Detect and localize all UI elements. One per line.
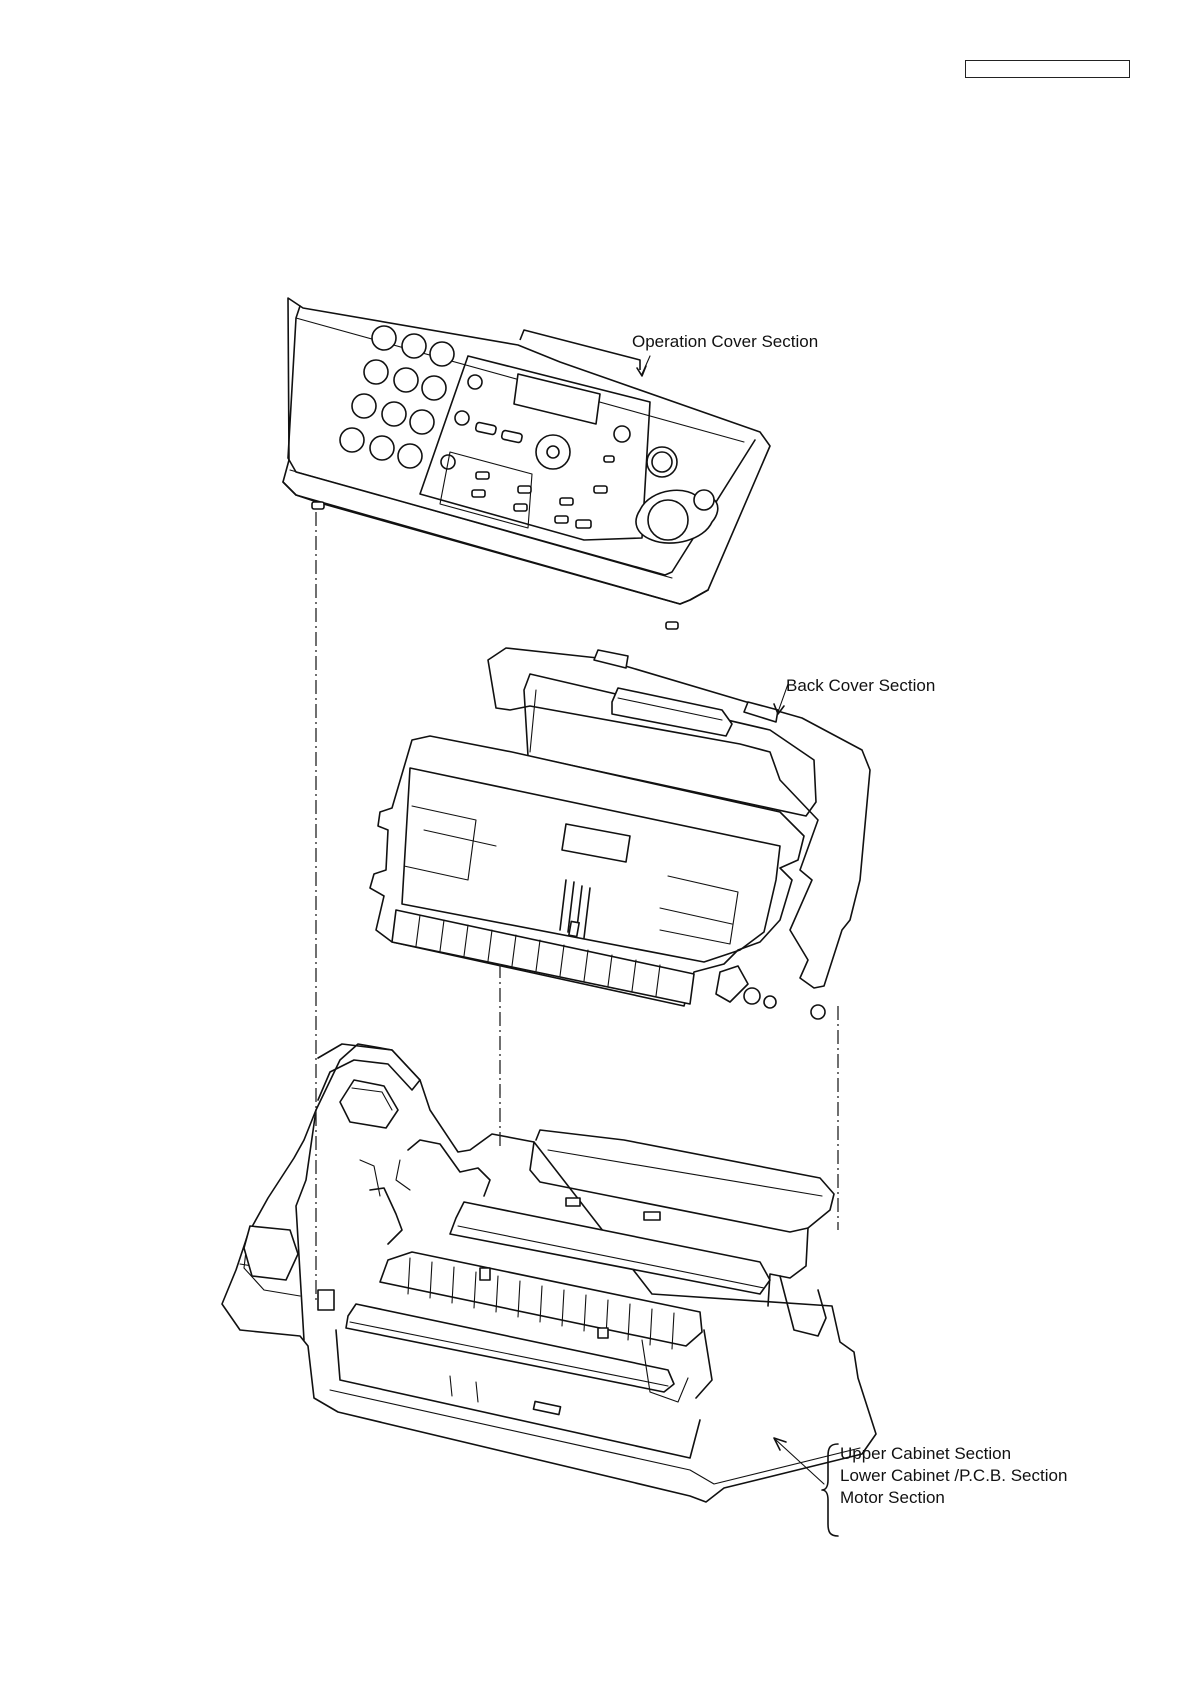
label-operation-cover-section: Operation Cover Section xyxy=(632,332,818,352)
label-back-cover-section: Back Cover Section xyxy=(786,676,935,696)
label-upper-cabinet-section: Upper Cabinet Section xyxy=(840,1444,1011,1464)
label-motor-section: Motor Section xyxy=(840,1488,945,1508)
label-lower-cabinet-pcb-section: Lower Cabinet /P.C.B. Section xyxy=(840,1466,1067,1486)
back-cover-part xyxy=(370,648,870,1019)
main-cabinet-part xyxy=(222,1044,876,1502)
